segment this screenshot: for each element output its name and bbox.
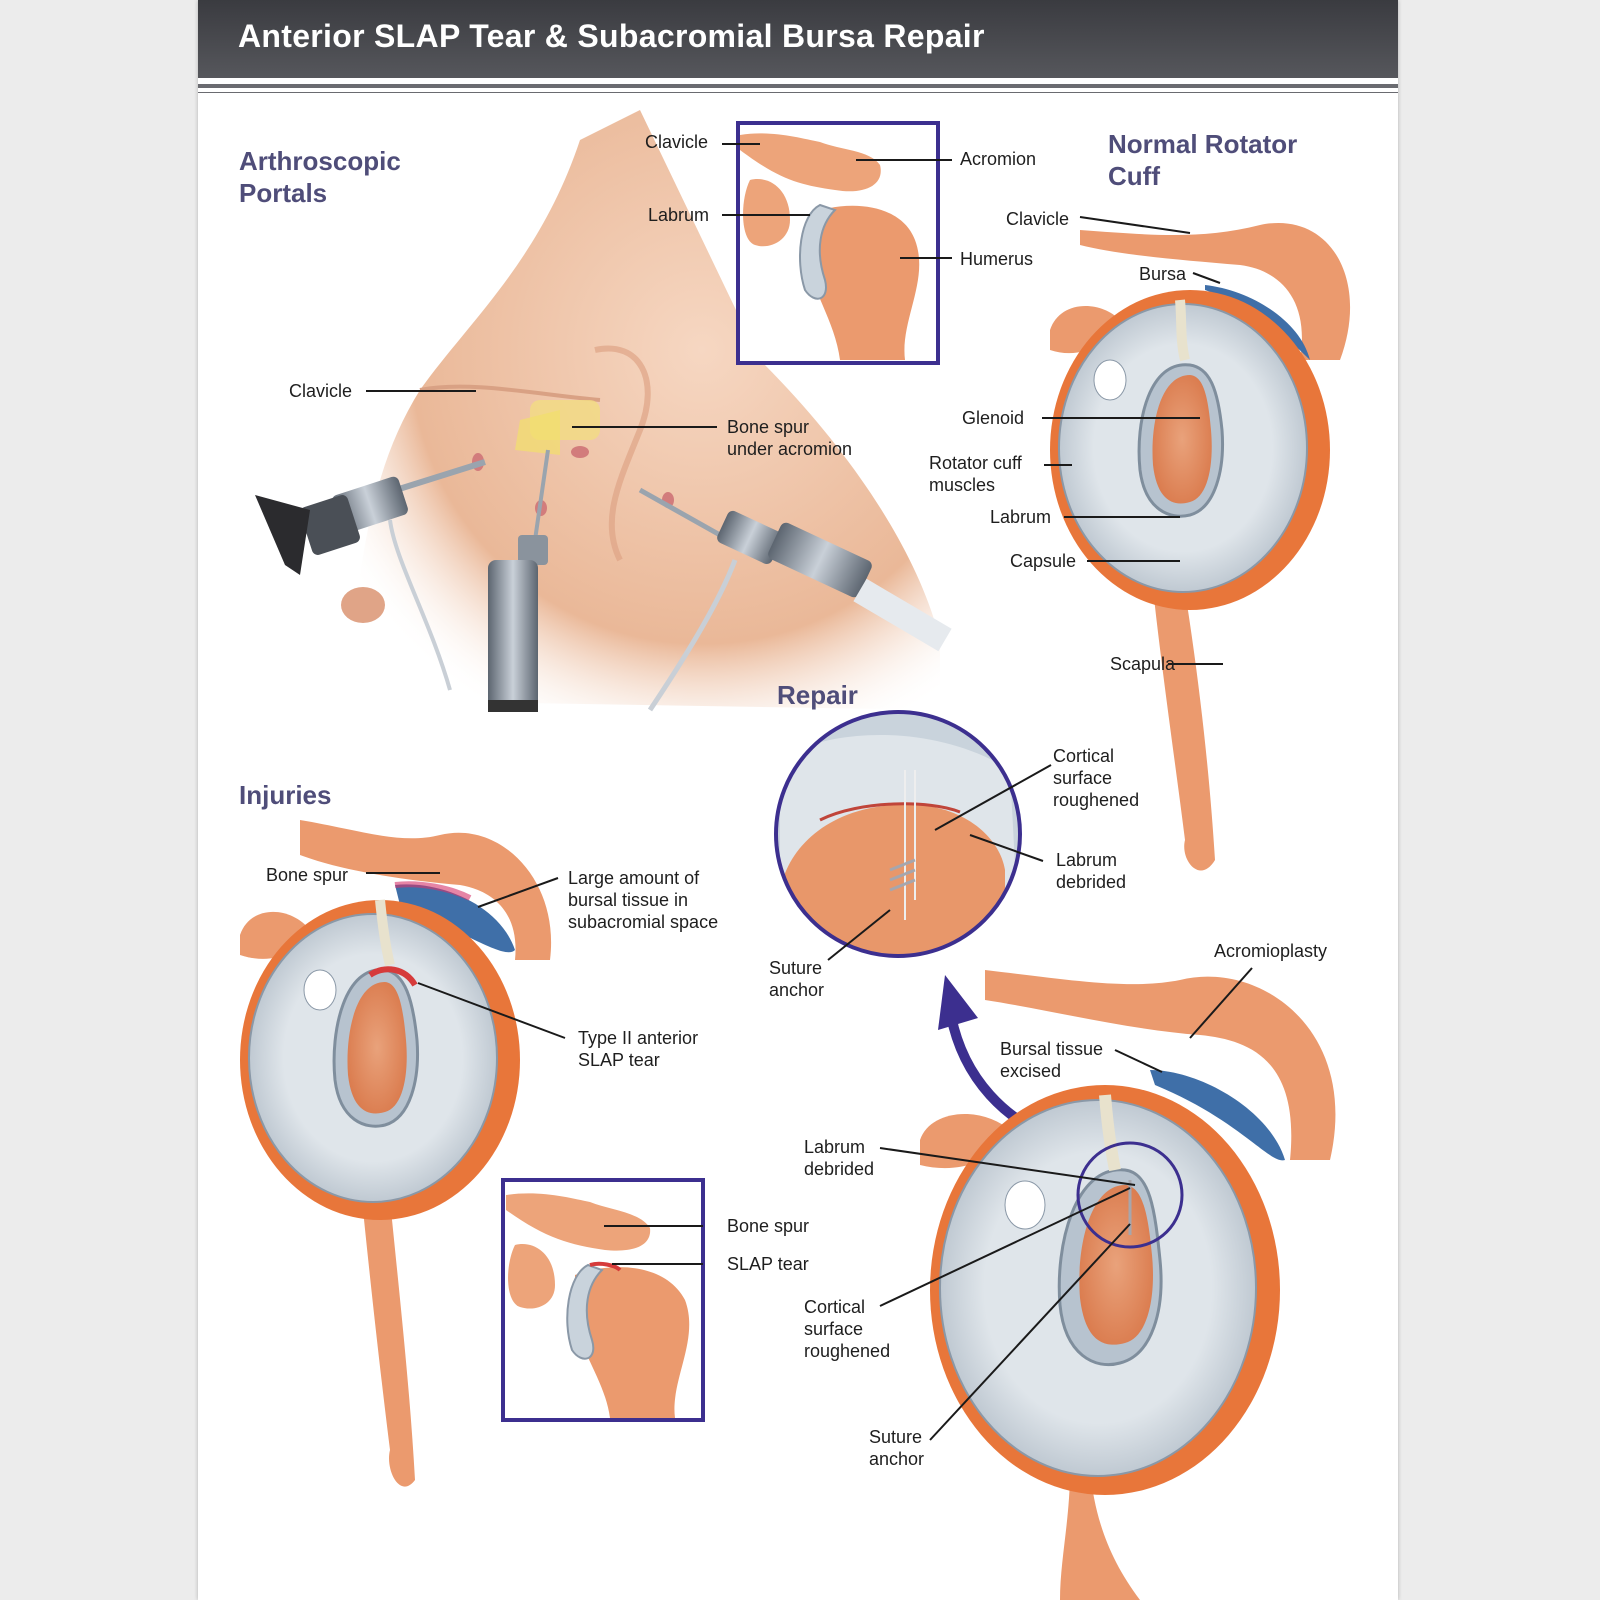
repaired-shoulder-figure bbox=[920, 970, 1336, 1600]
label-repair-cortical-3: roughened bbox=[1053, 790, 1140, 810]
instrument-icon bbox=[638, 487, 952, 712]
shaver-icon bbox=[488, 449, 550, 712]
label-injury-bursal-2: bursal tissue in bbox=[568, 890, 689, 910]
label-portals-clavicle: Clavicle bbox=[289, 381, 353, 401]
label-inset-acromion: Acromion bbox=[960, 149, 1037, 169]
leader-lines bbox=[366, 143, 1253, 1441]
label-acromioplasty: Acromioplasty bbox=[1214, 941, 1328, 961]
label-inset-labrum: Labrum bbox=[648, 205, 710, 225]
inset-normal-joint bbox=[736, 121, 940, 365]
label-inset-humerus: Humerus bbox=[960, 249, 1034, 269]
heading-injuries: Injuries bbox=[239, 780, 332, 810]
normal-rotator-cuff-figure bbox=[1050, 222, 1351, 871]
heading-normal-2: Cuff bbox=[1108, 161, 1160, 191]
label-repair-anchor-1: Suture bbox=[769, 958, 823, 978]
label-normal-rc-2: muscles bbox=[929, 475, 996, 495]
label-injury-bursal-1: Large amount of bbox=[568, 868, 700, 888]
label-repair-anchor-2: anchor bbox=[769, 980, 825, 1000]
label-repair-labrum-2: debrided bbox=[1056, 872, 1127, 892]
injuries-figure bbox=[240, 820, 552, 1487]
arthroscope-icon bbox=[255, 459, 486, 691]
heading-repair: Repair bbox=[777, 680, 858, 710]
label-br-anchor-1: Suture bbox=[869, 1427, 923, 1447]
label-repair-cortical-1: Cortical bbox=[1053, 746, 1115, 766]
label-normal-capsule: Capsule bbox=[1010, 551, 1077, 571]
label-normal-glenoid: Glenoid bbox=[962, 408, 1025, 428]
title-divider bbox=[198, 84, 1398, 88]
label-normal-bursa: Bursa bbox=[1139, 264, 1187, 284]
label-repair-labrum-1: Labrum bbox=[1056, 850, 1118, 870]
label-normal-clavicle: Clavicle bbox=[1006, 209, 1070, 229]
label-br-anchor-2: anchor bbox=[869, 1449, 925, 1469]
label-br-labrum-2: debrided bbox=[804, 1159, 875, 1179]
heading-normal-1: Normal Rotator bbox=[1108, 129, 1298, 159]
label-bone-spur-2: under acromion bbox=[727, 439, 853, 459]
label-inset-slap-tear: SLAP tear bbox=[727, 1254, 809, 1274]
title-bar: Anterior SLAP Tear & Subacromial Bursa R… bbox=[198, 0, 1398, 78]
label-bone-spur-1: Bone spur bbox=[727, 417, 810, 437]
inset-slap-joint bbox=[501, 1178, 705, 1422]
label-injury-slap-2: SLAP tear bbox=[578, 1050, 660, 1070]
label-br-labrum-1: Labrum bbox=[804, 1137, 866, 1157]
label-normal-rc-1: Rotator cuff bbox=[929, 453, 1022, 473]
label-br-cortical-2: surface bbox=[804, 1319, 864, 1339]
page-title: Anterior SLAP Tear & Subacromial Bursa R… bbox=[238, 18, 985, 54]
label-normal-labrum: Labrum bbox=[990, 507, 1052, 527]
label-inset-bone-spur: Bone spur bbox=[727, 1216, 810, 1236]
label-injury-bone-spur: Bone spur bbox=[266, 865, 349, 885]
heading-portals-2: Portals bbox=[239, 178, 328, 208]
repair-magnified-view bbox=[774, 710, 1092, 1155]
heading-portals-1: Arthroscopic bbox=[239, 146, 401, 176]
label-normal-scapula: Scapula bbox=[1110, 654, 1176, 674]
label-bursal-excised-1: Bursal tissue bbox=[1000, 1039, 1104, 1059]
label-repair-cortical-2: surface bbox=[1053, 768, 1113, 788]
label-bursal-excised-2: excised bbox=[1000, 1061, 1062, 1081]
label-injury-bursal-3: subacromial space bbox=[568, 912, 719, 932]
title-divider-thin bbox=[198, 92, 1398, 93]
label-injury-slap-1: Type II anterior bbox=[578, 1028, 699, 1048]
label-br-cortical-1: Cortical bbox=[804, 1297, 866, 1317]
label-inset-clavicle: Clavicle bbox=[645, 132, 709, 152]
label-br-cortical-3: roughened bbox=[804, 1341, 891, 1361]
